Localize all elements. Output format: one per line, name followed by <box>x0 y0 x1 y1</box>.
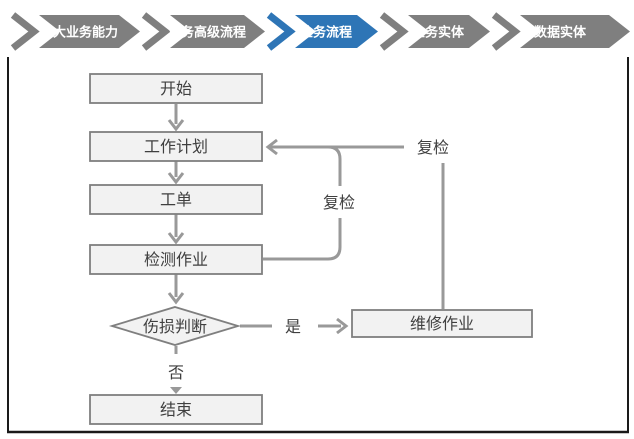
nav-step-2[interactable]: 业务高级流程 <box>141 12 265 51</box>
nav-step-label: 业务实体 <box>412 25 465 40</box>
nav-step-1[interactable]: 五大业务能力 <box>10 12 140 51</box>
edge-label-recheck-outer: 复检 <box>417 139 449 157</box>
nav-step-banner <box>408 15 490 48</box>
chevron-tail-icon <box>491 12 521 51</box>
arrowhead-right-icon <box>336 317 349 335</box>
nav-step-banner <box>39 15 140 48</box>
edge-label-no: 否 <box>168 365 184 382</box>
nav-step-label: 业务流程 <box>300 25 352 40</box>
nav-step-label: 五大业务能力 <box>40 25 118 40</box>
node-start-label: 开始 <box>160 80 192 98</box>
chevron-tail-icon <box>266 12 296 51</box>
node-work-order[interactable] <box>89 184 263 215</box>
edge-recheck-inner-upper <box>327 145 342 186</box>
nav-step-3-active[interactable]: 业务流程 <box>266 12 378 51</box>
node-work-plan-label: 工作计划 <box>144 138 208 156</box>
nav-step-banner <box>520 15 630 48</box>
nav-step-banner <box>170 15 265 48</box>
node-end-label: 结束 <box>160 401 192 419</box>
node-damage-decision[interactable] <box>108 306 242 346</box>
node-labels: 开始 工作计划 工单 检测作业 伤损判断 维修作业 结束 <box>143 80 474 419</box>
breadcrumb-nav: 五大业务能力 业务高级流程 业务流程 业务实体 数据实体 <box>10 12 630 51</box>
node-repair[interactable] <box>351 309 533 338</box>
node-inspection[interactable] <box>89 244 263 275</box>
node-end[interactable] <box>89 394 263 425</box>
connectors <box>167 104 445 354</box>
node-work-plan[interactable] <box>89 131 263 162</box>
edge-label-recheck-inner: 复检 <box>323 194 355 212</box>
node-repair-label: 维修作业 <box>410 315 474 333</box>
arrowhead-left-icon <box>265 138 278 156</box>
nav-step-5[interactable]: 数据实体 <box>491 12 630 51</box>
nav-step-label: 数据实体 <box>534 25 587 40</box>
nav-step-4[interactable]: 业务实体 <box>379 12 490 51</box>
arrowhead-down-icon <box>167 172 185 185</box>
node-damage-decision-label: 伤损判断 <box>143 318 207 336</box>
node-inspection-label: 检测作业 <box>144 251 208 269</box>
arrowhead-down-icon <box>167 232 185 245</box>
content-frame <box>7 57 629 434</box>
arrowhead-small-down-icon <box>170 387 182 394</box>
arrowhead-down-icon <box>167 292 185 305</box>
edge-recheck-inner-lower <box>263 218 342 261</box>
chevron-tail-icon <box>379 12 409 51</box>
edge-labels: 是 否 复检 复检 <box>168 139 449 382</box>
chevron-tail-icon <box>10 12 40 51</box>
chevron-tail-icon <box>141 12 171 51</box>
nav-step-label: 业务高级流程 <box>168 25 246 40</box>
nav-step-banner <box>295 15 378 48</box>
flow-nodes <box>89 73 533 425</box>
edge-label-yes: 是 <box>285 319 301 336</box>
node-work-order-label: 工单 <box>160 191 192 209</box>
arrowhead-down-icon <box>167 119 185 132</box>
node-start[interactable] <box>89 73 263 104</box>
